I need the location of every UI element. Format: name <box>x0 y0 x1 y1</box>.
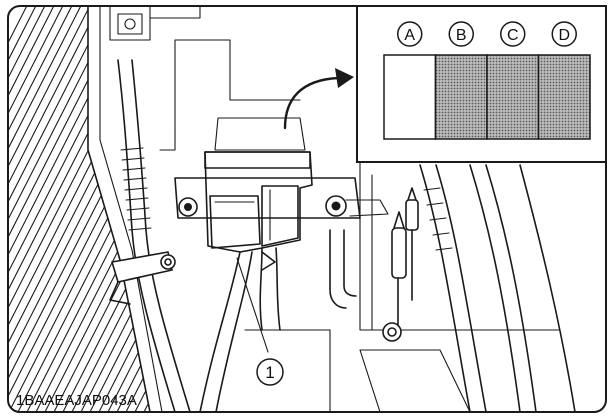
lower-housing <box>359 349 471 412</box>
letter-circle <box>551 21 577 47</box>
inset-item-b: B <box>434 21 488 140</box>
harness-clamp <box>109 251 176 305</box>
fittings <box>391 187 419 331</box>
arrow-head <box>335 68 354 88</box>
pipe <box>329 229 357 309</box>
curved-pointer-arrow <box>283 76 340 130</box>
callout-leader <box>236 257 269 353</box>
corrugated-tube <box>120 147 152 231</box>
callout-number: 1 <box>265 363 274 382</box>
figure-code: 1BAAEAJAP043A <box>16 392 137 409</box>
inset-letter: A <box>404 27 415 44</box>
right-hoses <box>419 164 576 412</box>
callout-1: 1 <box>256 358 284 386</box>
color-swatch <box>486 54 540 140</box>
lower-bolt <box>382 322 402 342</box>
inset-item-d: D <box>537 21 591 140</box>
hose-ribs <box>423 187 453 251</box>
letter-circle <box>500 21 526 47</box>
color-swatch <box>383 54 437 140</box>
radiator-frame <box>99 6 163 412</box>
letter-circle <box>397 21 423 47</box>
inset-item-a: A <box>383 21 437 140</box>
inset-letter: B <box>456 27 467 44</box>
inset-letter: D <box>558 27 570 44</box>
inset-items: A B C D <box>383 21 591 140</box>
color-swatch <box>537 54 591 140</box>
upper-bracket <box>109 6 201 41</box>
letter-circle <box>448 21 474 47</box>
relay-component <box>204 117 313 253</box>
inset-letter: C <box>507 27 519 44</box>
color-swatch <box>434 54 488 140</box>
mounting-bracket <box>174 177 389 219</box>
relay-wires <box>199 247 281 412</box>
radiator-edge <box>87 6 151 412</box>
